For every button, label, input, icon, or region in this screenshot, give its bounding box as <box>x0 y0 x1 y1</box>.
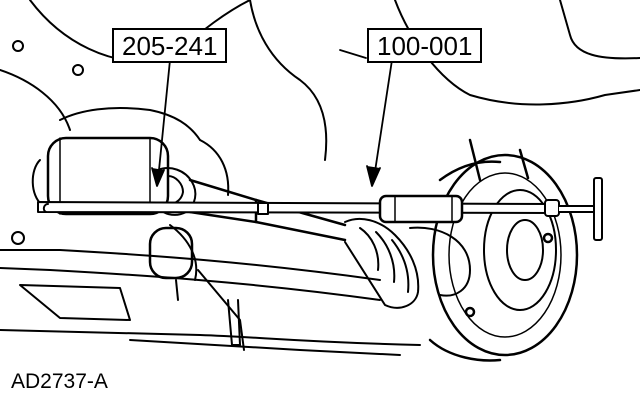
figure-reference-id: AD2737-A <box>11 370 108 393</box>
inner-cv-boot <box>157 167 258 224</box>
installer-tool <box>37 177 603 241</box>
leader-205-241 <box>151 59 171 187</box>
wheel-hub-assembly <box>428 138 579 362</box>
transaxle-housing <box>31 107 245 351</box>
outer-cv-boot <box>344 217 471 309</box>
body-structure <box>0 0 640 356</box>
callout-tool-100-001: 100-001 <box>367 28 483 63</box>
callout-tool-205-241: 205-241 <box>112 28 228 63</box>
leader-100-001 <box>339 49 393 187</box>
